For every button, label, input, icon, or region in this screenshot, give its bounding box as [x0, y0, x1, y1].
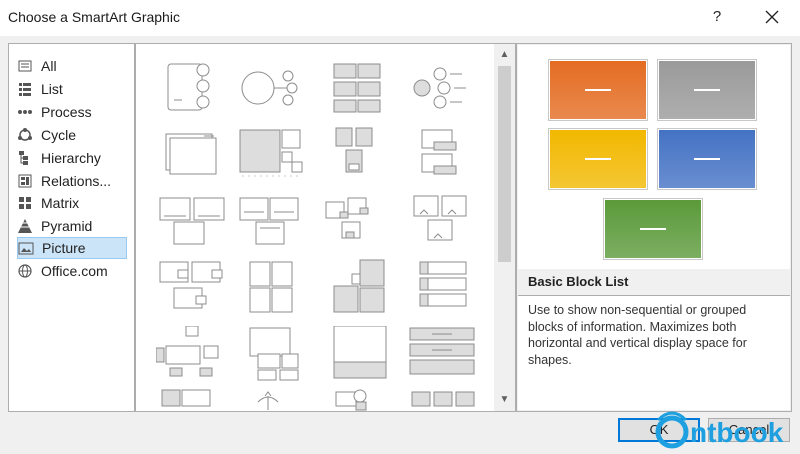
- preview-panel: Basic Block List Use to show non-sequent…: [516, 43, 792, 412]
- relationship-icon: [17, 173, 33, 189]
- layout-thumbnail[interactable]: [156, 388, 228, 411]
- layout-thumbnail[interactable]: [316, 192, 388, 252]
- category-process[interactable]: Process: [17, 101, 127, 123]
- category-pyramid[interactable]: Pyramid: [17, 215, 127, 237]
- layout-thumbnail[interactable]: [156, 258, 228, 318]
- category-picture[interactable]: Picture: [17, 237, 127, 259]
- layout-thumbnail[interactable]: [232, 388, 304, 411]
- layout-description: Use to show non-sequential or grouped bl…: [518, 295, 790, 410]
- category-list-item[interactable]: List: [17, 78, 127, 100]
- category-office-com[interactable]: Office.com: [17, 260, 127, 282]
- preview-block: [549, 129, 647, 189]
- matrix-icon: [17, 195, 33, 211]
- process-icon: [17, 104, 33, 120]
- close-icon: [765, 10, 779, 24]
- layout-thumbnail[interactable]: [316, 388, 388, 411]
- layout-thumbnail[interactable]: [404, 326, 476, 386]
- globe-icon: [17, 263, 33, 279]
- layout-gallery: ▲ ▼: [135, 43, 516, 412]
- category-cycle[interactable]: Cycle: [17, 124, 127, 146]
- hierarchy-icon: [17, 150, 33, 166]
- gallery-scrollbar[interactable]: ▲ ▼: [494, 44, 515, 411]
- pyramid-icon: [17, 218, 33, 234]
- layout-thumbnail[interactable]: [404, 192, 476, 252]
- watermark-text: ntbook: [690, 417, 784, 448]
- dialog-title: Choose a SmartArt Graphic: [8, 9, 180, 25]
- category-list: All List Process Cycle Hierarchy Relatio…: [8, 43, 135, 412]
- watermark-logo: ntbook: [650, 404, 800, 454]
- preview-block: [658, 129, 756, 189]
- list-icon: [17, 81, 33, 97]
- help-button[interactable]: ?: [712, 8, 722, 25]
- layout-thumbnail[interactable]: [404, 56, 476, 116]
- layout-thumbnail[interactable]: [404, 258, 476, 318]
- cancel-button[interactable]: Cancel: [708, 418, 790, 442]
- layout-thumbnail[interactable]: [232, 258, 304, 318]
- category-label: Relations...: [41, 173, 112, 189]
- layout-thumbnail[interactable]: [156, 192, 228, 252]
- category-label: Office.com: [41, 263, 108, 279]
- category-all[interactable]: All: [17, 55, 127, 77]
- layout-thumbnail[interactable]: [232, 192, 304, 252]
- category-label: Picture: [42, 240, 86, 256]
- preview-block: [549, 60, 647, 120]
- cycle-icon: [17, 127, 33, 143]
- layout-thumbnail[interactable]: [232, 124, 304, 184]
- layout-thumbnail[interactable]: [316, 124, 388, 184]
- layout-thumbnail[interactable]: [156, 56, 228, 116]
- layout-thumbnail[interactable]: [232, 56, 304, 116]
- layout-thumbnail[interactable]: [404, 124, 476, 184]
- title-bar: Choose a SmartArt Graphic ?: [0, 0, 800, 36]
- category-label: Process: [41, 104, 92, 120]
- scroll-up-icon[interactable]: ▲: [499, 49, 510, 60]
- all-icon: [17, 58, 33, 74]
- category-relationship[interactable]: Relations...: [17, 170, 127, 192]
- picture-icon: [18, 240, 34, 256]
- layout-thumbnail[interactable]: [316, 56, 388, 116]
- category-label: List: [41, 81, 63, 97]
- layout-name: Basic Block List: [528, 274, 629, 289]
- category-label: All: [41, 58, 57, 74]
- close-button[interactable]: [760, 6, 784, 28]
- layout-thumbnail[interactable]: [316, 325, 388, 386]
- layout-thumbnail[interactable]: [404, 388, 476, 411]
- layout-thumbnail[interactable]: [155, 325, 228, 386]
- scrollbar-thumb[interactable]: [498, 66, 511, 262]
- layout-thumbnail[interactable]: [156, 124, 228, 184]
- category-label: Hierarchy: [41, 150, 101, 166]
- preview-block: [604, 199, 702, 259]
- category-label: Cycle: [41, 127, 77, 143]
- preview-block: [658, 60, 756, 120]
- category-hierarchy[interactable]: Hierarchy: [17, 147, 127, 169]
- category-matrix[interactable]: Matrix: [17, 192, 127, 214]
- category-label: Pyramid: [41, 218, 93, 234]
- layout-preview: [518, 45, 790, 269]
- layout-thumbnail[interactable]: [316, 258, 388, 318]
- category-label: Matrix: [41, 195, 80, 211]
- layout-thumbnail[interactable]: [232, 326, 304, 386]
- scroll-down-icon[interactable]: ▼: [499, 394, 510, 405]
